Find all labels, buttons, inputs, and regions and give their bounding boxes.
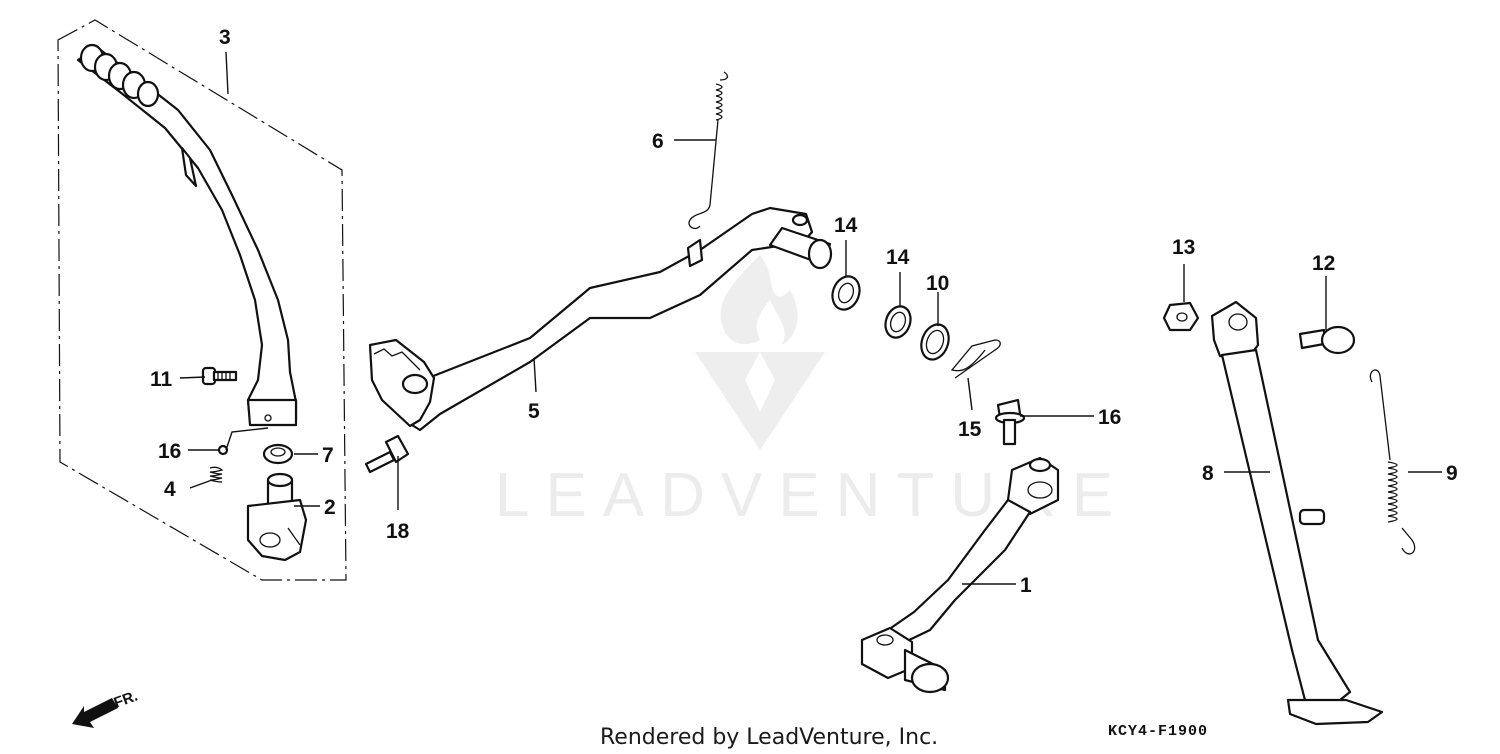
steel-ball-17 [217, 444, 229, 456]
kick-starter-spindle-boss [246, 472, 308, 562]
kick-starter-rubber-grip [79, 43, 160, 108]
watermark-v-icon [695, 352, 825, 450]
callout-15: 15 [958, 418, 982, 441]
footer-credit: Rendered by LeadVenture, Inc. [600, 725, 938, 750]
callout-3: 3 [219, 26, 231, 49]
callout-14-b: 14 [886, 246, 910, 269]
callout-11: 11 [150, 368, 173, 391]
callout-labels: 3 11 16 4 7 2 6 5 14 14 10 15 18 16 1 13… [150, 26, 1458, 597]
callout-4: 4 [164, 478, 176, 501]
pivot-bolt-12 [1298, 325, 1356, 355]
callout-16: 16 [1098, 406, 1121, 429]
collar-7 [262, 443, 294, 465]
callout-14-a: 14 [834, 214, 858, 237]
bolt-18 [364, 434, 410, 474]
callout-1: 1 [1020, 574, 1032, 597]
kick-starter-arm [76, 43, 298, 427]
diagram-code: KCY4-F1900 [1108, 723, 1208, 740]
leader-lines [179, 51, 1442, 585]
return-spring-6 [688, 71, 729, 230]
clip-15 [950, 339, 1001, 379]
callout-13: 13 [1172, 236, 1195, 259]
flange-bolt-16 [994, 398, 1026, 446]
front-label: FR. [112, 688, 141, 712]
callout-5: 5 [528, 400, 540, 423]
gear-shift-pedal [860, 456, 1060, 694]
callout-9: 9 [1446, 462, 1458, 485]
side-stand [1210, 300, 1384, 726]
watermark-flame-icon [720, 255, 798, 345]
callout-18: 18 [386, 520, 410, 543]
callout-10: 10 [926, 272, 949, 295]
bolt-11 [201, 366, 238, 386]
callout-2: 2 [324, 496, 336, 519]
callout-7: 7 [322, 444, 334, 467]
brake-pedal [368, 206, 833, 432]
kickstarter-assembly-box [57, 19, 347, 581]
oil-seal-14-a [831, 275, 861, 311]
callout-8: 8 [1202, 462, 1214, 485]
o-ring-10 [920, 323, 950, 361]
front-arrow-icon [72, 698, 118, 728]
oil-seal-14-b [884, 305, 912, 339]
side-stand-spring-9 [1369, 369, 1416, 555]
callout-12: 12 [1312, 252, 1335, 275]
front-direction-indicator: FR. [72, 688, 140, 728]
callout-6: 6 [652, 130, 664, 153]
nut-13 [1162, 301, 1200, 332]
callout-17: 16 [158, 440, 181, 463]
